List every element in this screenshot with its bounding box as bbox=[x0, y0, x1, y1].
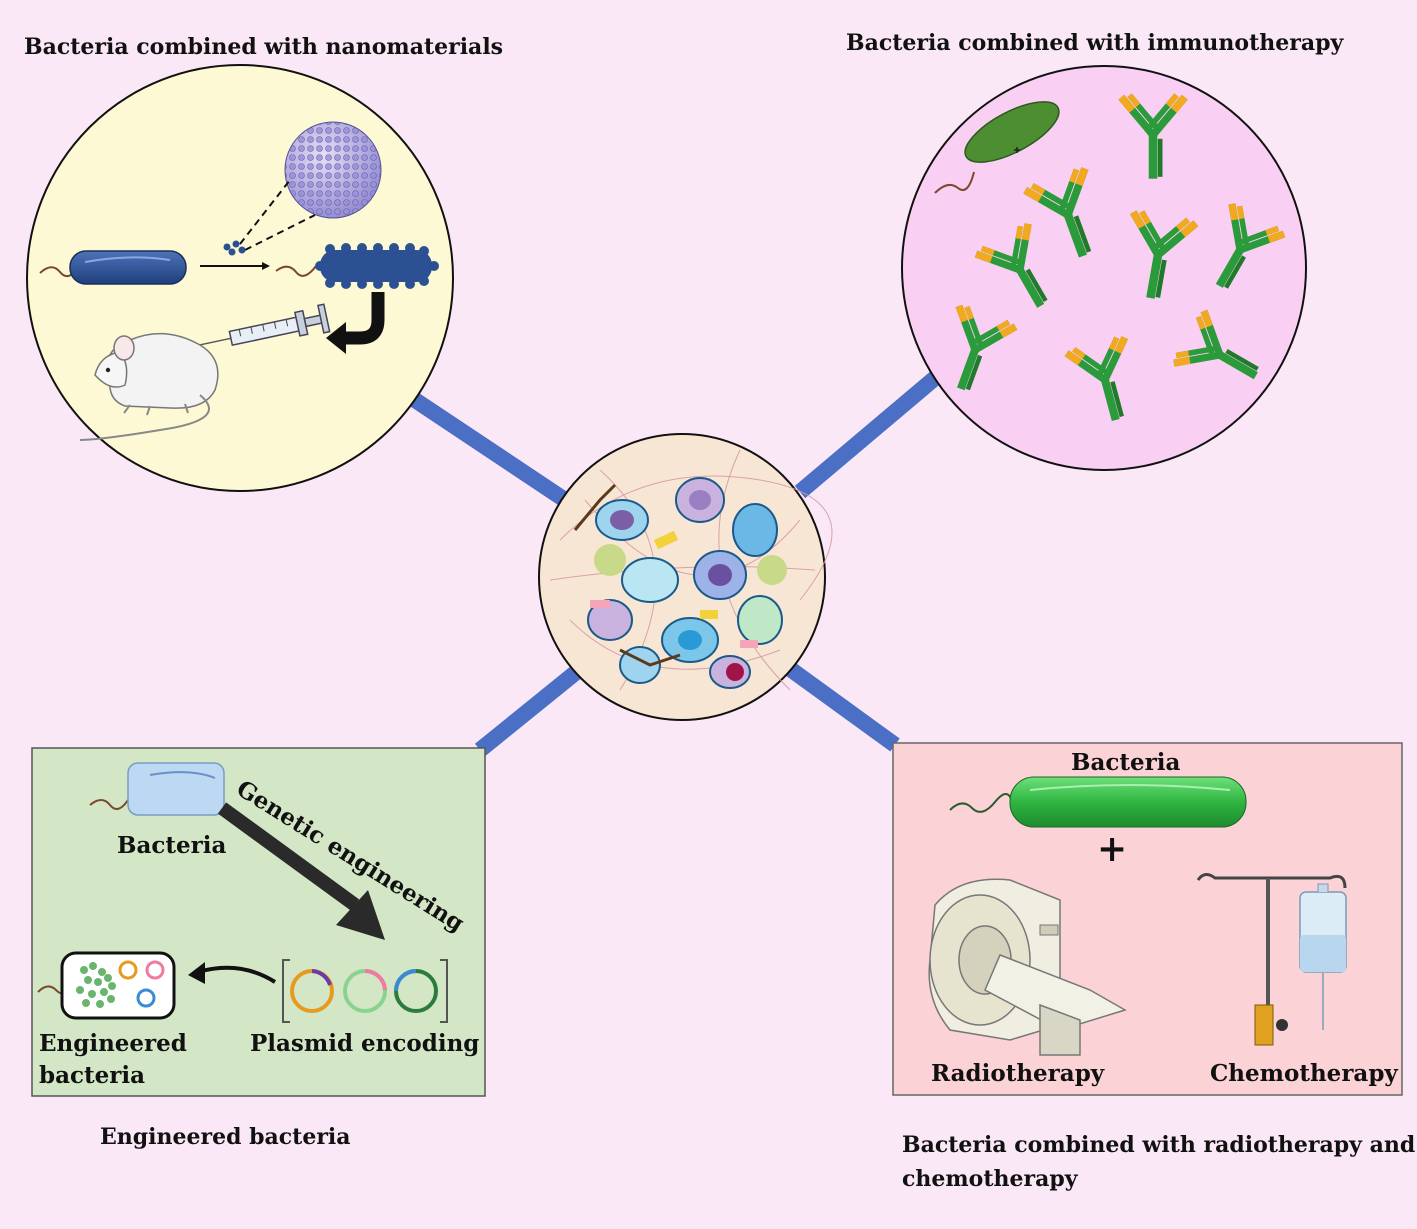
immunotherapy-title: Bacteria combined with immunotherapy bbox=[846, 30, 1344, 56]
arrow-icon bbox=[188, 962, 277, 984]
radio-chemo-panel bbox=[892, 742, 1403, 1096]
nano-coated-bacteria-icon bbox=[275, 243, 439, 289]
engineered-bacteria-title: Engineered bacteria bbox=[100, 1124, 351, 1150]
radio-chemo-bacteria-label: Bacteria bbox=[1071, 749, 1181, 776]
iv-drip-icon bbox=[1196, 873, 1347, 1046]
nanoparticle-sphere-icon bbox=[284, 121, 382, 219]
nanomaterials-panel bbox=[26, 64, 454, 492]
bacteria-icon bbox=[89, 762, 225, 816]
curved-arrow-icon bbox=[326, 292, 385, 354]
radiotherapy-label: Radiotherapy bbox=[931, 1060, 1105, 1087]
engineered-bacteria-label-line2: bacteria bbox=[39, 1062, 146, 1089]
plasmid-icons bbox=[282, 959, 448, 1023]
connector-lines bbox=[407, 371, 941, 757]
radio-chemo-title-line1: Bacteria combined with radiotherapy and bbox=[902, 1132, 1416, 1158]
radio-chemo-title-line2: chemotherapy bbox=[902, 1166, 1078, 1192]
engineered-bacteria-label-line1: Engineered bbox=[39, 1030, 187, 1057]
syringe-icon bbox=[186, 303, 331, 349]
nanoparticles-icon bbox=[223, 240, 246, 256]
immunotherapy-panel bbox=[901, 65, 1307, 471]
engineered-bacteria-panel bbox=[31, 747, 486, 1097]
bacteria-icon bbox=[949, 776, 1247, 828]
engineered-panel-bacteria-label: Bacteria bbox=[117, 832, 227, 859]
bacteria-icon bbox=[39, 250, 187, 285]
bacteria-icon bbox=[934, 101, 1060, 194]
tumor-microenvironment-icon bbox=[538, 433, 833, 721]
plasmid-encoding-label: Plasmid encoding bbox=[250, 1030, 480, 1057]
ct-scanner-icon bbox=[928, 878, 1127, 1056]
plus-sign: + bbox=[1097, 828, 1128, 870]
genetic-engineering-arrow-icon bbox=[217, 802, 385, 940]
nanomaterials-title: Bacteria combined with nanomaterials bbox=[24, 34, 504, 60]
mouse-icon bbox=[79, 332, 219, 441]
arrow-icon bbox=[200, 262, 270, 270]
engineered-bacteria-icon bbox=[37, 951, 176, 1020]
chemotherapy-label: Chemotherapy bbox=[1210, 1060, 1398, 1087]
